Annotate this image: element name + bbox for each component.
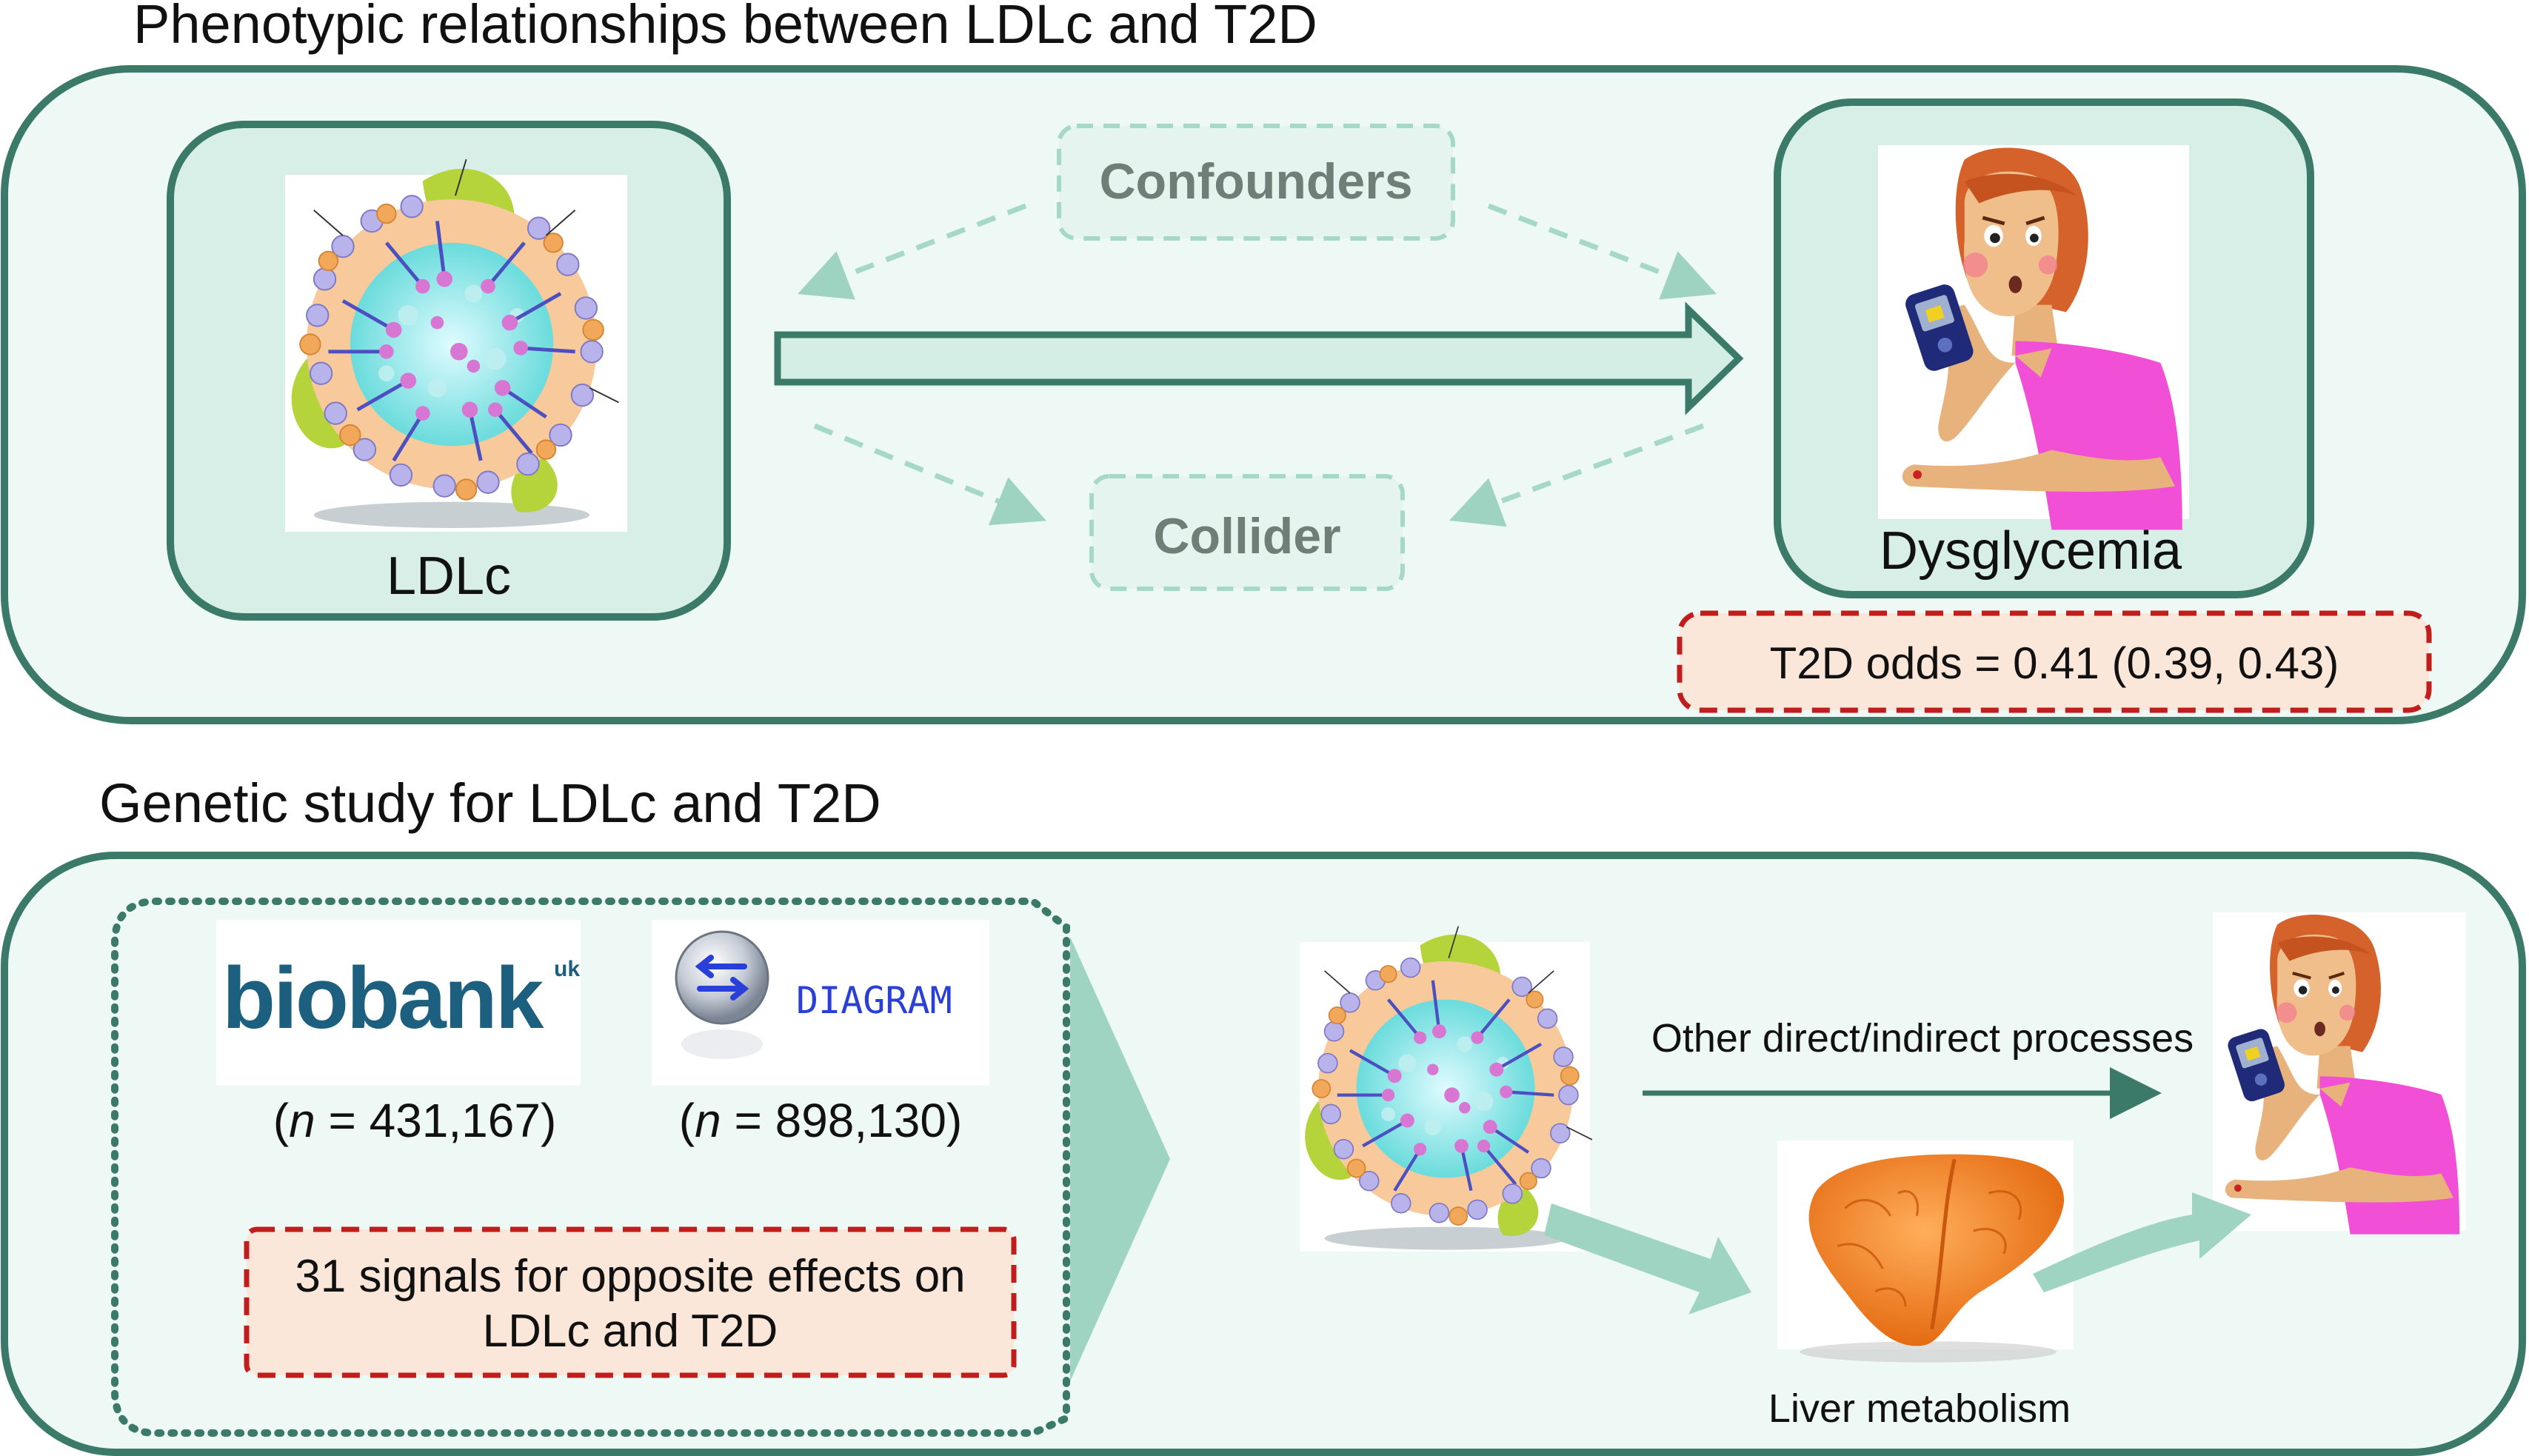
signals-box: 31 signals for opposite effects on LDLc … — [244, 1226, 1017, 1378]
ldlc-label: LDLc — [387, 547, 511, 606]
uk-biobank-logo: biobank uk — [216, 920, 581, 1086]
ldl-particle-bottom — [1300, 926, 1592, 1252]
confounders-to-ldlc-arrow — [797, 203, 1027, 300]
other-processes-label: Other direct/indirect processes — [1651, 1016, 2194, 1061]
confounders-to-dysglycemia-arrow — [1487, 203, 1717, 300]
diagram-logo: DIAGRAM — [652, 920, 989, 1086]
biobank-logo-text: biobank — [222, 949, 544, 1047]
collider-label: Collider — [1153, 508, 1340, 564]
biobank-sample-size: (n = 431,167) — [273, 1094, 557, 1147]
signals-text-line2: LDLc and T2D — [483, 1306, 778, 1357]
dysglycemia-label: Dysglycemia — [1880, 521, 2182, 581]
collider-node: Collider — [1089, 474, 1405, 591]
liver-label: Liver metabolism — [1768, 1386, 2071, 1431]
confounders-label: Confounders — [1099, 153, 1412, 210]
diagram-logo-icon — [675, 930, 769, 1025]
biobank-logo-superscript: uk — [554, 957, 580, 981]
t2d-odds-text: T2D odds = 0.41 (0.39, 0.43) — [1770, 638, 2339, 688]
t2d-odds-box: T2D odds = 0.41 (0.39, 0.43) — [1677, 610, 2432, 713]
dysglycemia-node: Dysglycemia — [1774, 98, 2314, 598]
top-section-title: Phenotypic relationships between LDLc an… — [133, 0, 1317, 55]
diagram-logo-text: DIAGRAM — [796, 979, 952, 1022]
ldl-to-liver-arrow — [1544, 1203, 1751, 1315]
ldlc-to-dysglycemia-arrow — [774, 301, 1744, 415]
diagram-sample-size: (n = 898,130) — [679, 1094, 963, 1147]
signals-text-line1: 31 signals for opposite effects on — [295, 1251, 965, 1302]
confounders-node: Confounders — [1057, 124, 1455, 241]
ldlc-to-collider-arrow — [813, 423, 1046, 526]
liver-node — [1777, 1141, 2074, 1363]
transition-chevron — [1070, 937, 1170, 1381]
person-bottom — [2213, 912, 2466, 1235]
dysglycemia-to-collider-arrow — [1449, 423, 1705, 527]
ldlc-node: LDLc — [167, 121, 731, 621]
bottom-section-title: Genetic study for LDLc and T2D — [99, 772, 881, 834]
liver-to-dysglycemia-arrow — [2033, 1192, 2251, 1292]
